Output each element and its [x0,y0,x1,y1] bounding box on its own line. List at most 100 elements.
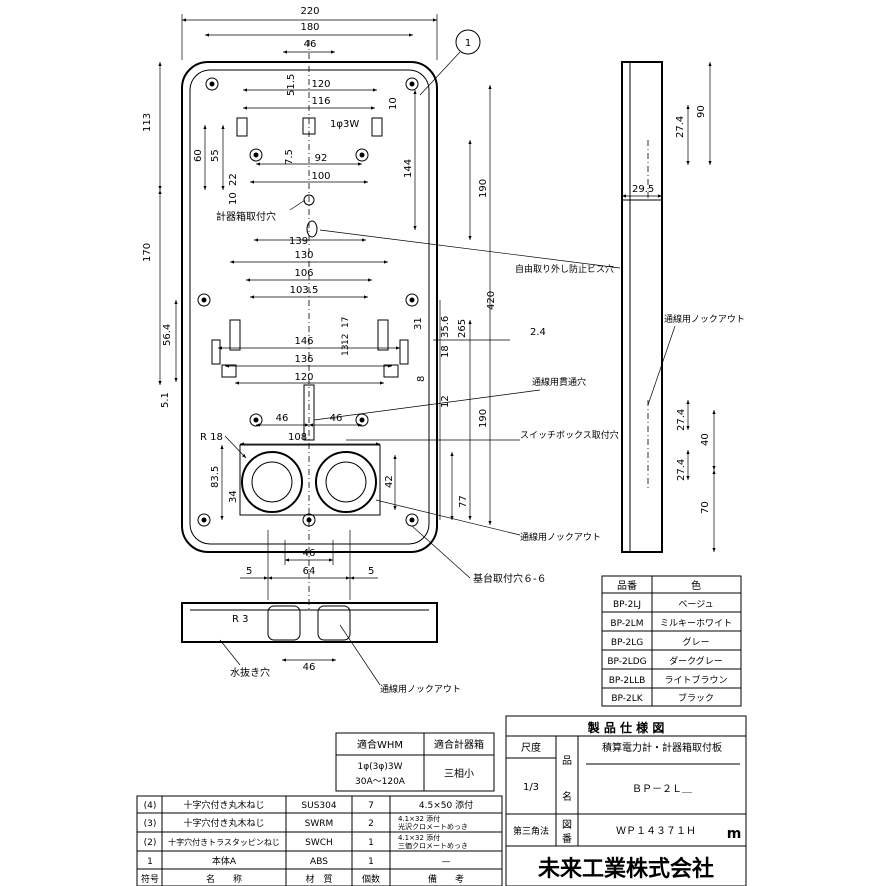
parts-header-no: 符号 [141,873,159,885]
screw-hole [405,293,419,307]
dim-55: 55 [210,149,221,162]
bottom-r3: R 3 [232,614,249,625]
dim-190-bot: 190 [478,409,489,428]
bottom-drain-label: 水抜き穴 [230,666,270,679]
dim-265: 265 [457,319,468,338]
side-view: 90 27.4 29.5 通線用ノックアウト 27.4 40 27.4 70 [621,61,745,553]
dim-17: 17 [341,317,351,328]
anti-removal-screw-hole [306,220,318,238]
dim-116: 116 [311,96,330,107]
dim-2-4: 2.4 [530,327,546,338]
meter-bracket [236,117,248,137]
part-note-plating: 光沢クロメートめっき [398,822,468,831]
parts-header-name: 名 称 [206,873,242,885]
dim-144: 144 [403,159,414,178]
color-name: ブラック [678,692,714,704]
knockout-right [315,451,377,513]
screw-hole [205,77,219,91]
part-name: 十字穴付き丸木ねじ [183,817,264,829]
knockout-right-inner [325,461,367,503]
projection-method: 第三角法 [513,825,549,837]
dim-46-top: 46 [304,39,317,50]
dim-31: 31 [413,317,424,330]
side-bracket [377,319,389,351]
dim-35-6: 35.6 [440,316,451,338]
color-code: BP-2LG [611,638,643,648]
bottom-dim-46: 46 [303,662,316,673]
bottom-knockout [267,605,301,641]
part-note-plating: 三価クロメートめっき [398,841,468,850]
color-name: ベージュ [678,600,713,610]
part-material: SWCH [305,838,333,848]
product-name: 積算電力計・計器箱取付板 [602,741,722,754]
part-name: 本体A [212,855,237,867]
side-dim-40: 40 [700,433,711,446]
part-number: (2) [144,838,157,848]
side-knockout-label: 通線用ノックアウト [664,313,745,325]
part-number: (4) [144,801,157,811]
company-logo: m [727,826,742,842]
label-free-removal: 自由取り外し防止ビス穴 [515,263,614,275]
label-base-holes: 基台取付穴６-６ [473,572,547,585]
side-dim-27-4-b: 27.4 [676,459,687,481]
dim-12: 12 [341,334,351,345]
screw-hole [249,148,263,162]
label-switch-box: スイッチボックス取付穴 [520,429,619,441]
side-clip [383,364,399,378]
label-meter-box-hole: 計器箱取付穴 [216,210,276,223]
color-code: BP-2LM [610,619,643,629]
compat-whm-amps: 30A～120A [355,777,406,787]
dim-77: 77 [458,495,469,508]
body-inner-outline [189,69,430,545]
part-name: 十字穴付き丸木ねじ [183,799,264,811]
color-name: ダークグレー [669,655,723,667]
dim-170: 170 [142,243,153,262]
part-number: (3) [144,819,157,829]
meter-box-hole [303,194,315,206]
side-dim-27-4-top: 27.4 [675,116,686,138]
dim-42: 42 [384,475,395,488]
dim-12b: 12 [440,395,451,408]
compat-table: 適合WHM 適合計器箱 1φ(3φ)3W 30A～120A 三相小 [335,732,495,792]
part-note: 4.1×32 添付 [398,833,440,842]
compat-header-whm: 適合WHM [357,738,403,751]
scale-label: 尺度 [521,741,541,754]
dim-108: 108 [288,432,307,443]
dim-7-5: 7.5 [284,149,295,165]
color-table-header-color: 色 [691,579,701,592]
title-block-title: 製 品 仕 様 図 [587,720,665,735]
dim-5-right: 5 [368,566,374,577]
dim-113: 113 [142,113,153,132]
part-note: 4.1×32 添付 [398,814,440,823]
color-code: BP-2LJ [613,600,641,610]
bottom-outline [181,602,438,643]
screw-hole [249,413,263,427]
side-clip [399,339,409,365]
dim-60: 60 [193,149,204,162]
color-name: グレー [682,636,709,648]
part-material: SWRM [305,819,334,829]
dim-10b: 10 [228,192,239,205]
part-quantity: 7 [368,801,374,811]
dim-22: 22 [228,173,239,186]
side-clip [211,339,221,365]
dim-120-mid: 120 [294,372,313,383]
screw-hole [197,513,211,527]
label-knockout-front: 通線用ノックアウト [520,531,601,543]
dim-5-1: 5.1 [160,392,171,408]
dim-220: 220 [300,6,319,17]
color-code: BP-2LK [611,694,643,704]
dim-51-5: 51.5 [286,74,297,96]
dim-420: 420 [486,291,497,310]
label-1phi3w: 1φ3W [330,119,359,130]
meter-bracket [371,117,383,137]
front-view: 220 180 46 120 116 51.5 10 1φ3W 92 7.5 1… [142,6,621,610]
drawing-number: ＷＰ１４３７１Ｈ [616,826,696,837]
dim-10: 10 [388,97,399,110]
color-name: ライトブラウン [664,674,727,686]
wire-through-hole [303,384,315,441]
knockout-left [241,451,303,513]
part-material: SUS304 [301,801,336,811]
company-name: 未来工業株式会社 [538,856,714,882]
